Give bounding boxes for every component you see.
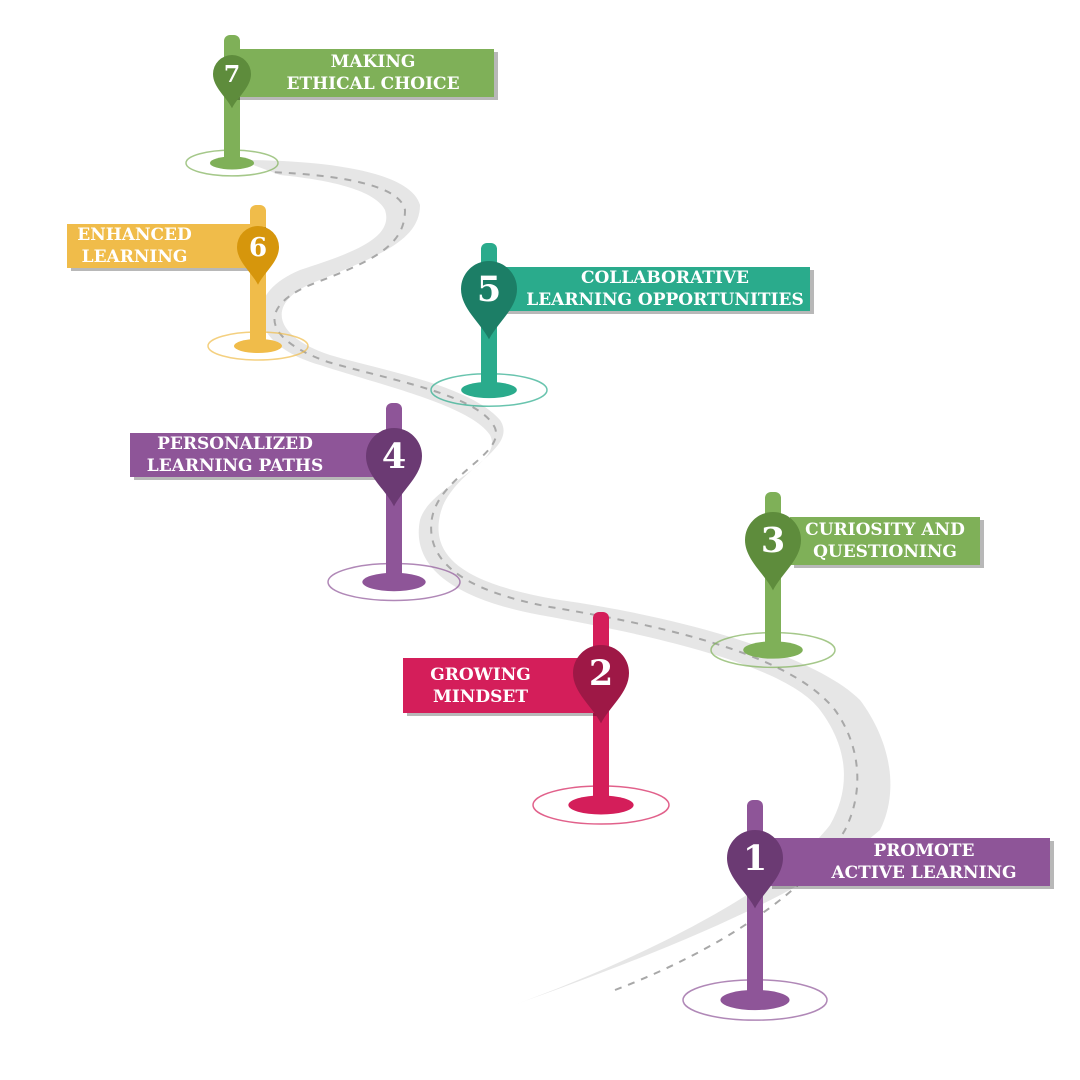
- step-5-number: 5: [477, 269, 501, 310]
- step-6-sign: ENHANCED LEARNING: [67, 224, 262, 268]
- step-6-pin: 6: [237, 226, 279, 285]
- step-2-sign: GROWING MINDSET: [403, 658, 598, 713]
- step-1-pin: 1: [727, 830, 783, 909]
- step-7-pin-shape: [213, 55, 251, 109]
- step-7-label: MAKING ETHICAL CHOICE: [286, 52, 460, 94]
- step-2-pin-shape: [573, 645, 629, 724]
- step-6-number: 6: [249, 232, 267, 263]
- step-3-label: CURIOSITY AND QUESTIONING: [805, 520, 965, 562]
- step-1-number: 1: [743, 838, 767, 879]
- step-4-number: 4: [382, 436, 406, 477]
- step-3-sign: CURIOSITY AND QUESTIONING: [790, 517, 980, 565]
- step-5-label: COLLABORATIVE LEARNING OPPORTUNITIES: [526, 268, 804, 310]
- step-5-pin-shape: [461, 261, 517, 340]
- step-3-pin-shape: [745, 512, 801, 591]
- step-7-pin: 7: [213, 55, 251, 109]
- step-7-number: 7: [224, 60, 241, 88]
- step-5-pin: 5: [461, 261, 517, 340]
- step-3-pin: 3: [745, 512, 801, 591]
- step-6-pin-shape: [237, 226, 279, 285]
- step-1-label: PROMOTE ACTIVE LEARNING: [831, 841, 1017, 883]
- step-2-number: 2: [589, 653, 613, 694]
- step-4-pin-shape: [366, 428, 422, 507]
- step-2-pin: 2: [573, 645, 629, 724]
- road-center-line: [269, 171, 859, 991]
- step-3-number: 3: [761, 520, 785, 561]
- step-1-pin-shape: [727, 830, 783, 909]
- step-6-label: ENHANCED LEARNING: [77, 225, 192, 267]
- step-7-sign: MAKING ETHICAL CHOICE: [232, 49, 494, 97]
- step-2-label: GROWING MINDSET: [430, 664, 531, 707]
- step-4-pin: 4: [366, 428, 422, 507]
- step-1-sign: PROMOTE ACTIVE LEARNING: [768, 838, 1050, 886]
- step-4-label: PERSONALIZED LEARNING PATHS: [146, 434, 324, 476]
- step-5-sign: COLLABORATIVE LEARNING OPPORTUNITIES: [500, 267, 810, 311]
- step-4-sign: PERSONALIZED LEARNING PATHS: [130, 433, 380, 477]
